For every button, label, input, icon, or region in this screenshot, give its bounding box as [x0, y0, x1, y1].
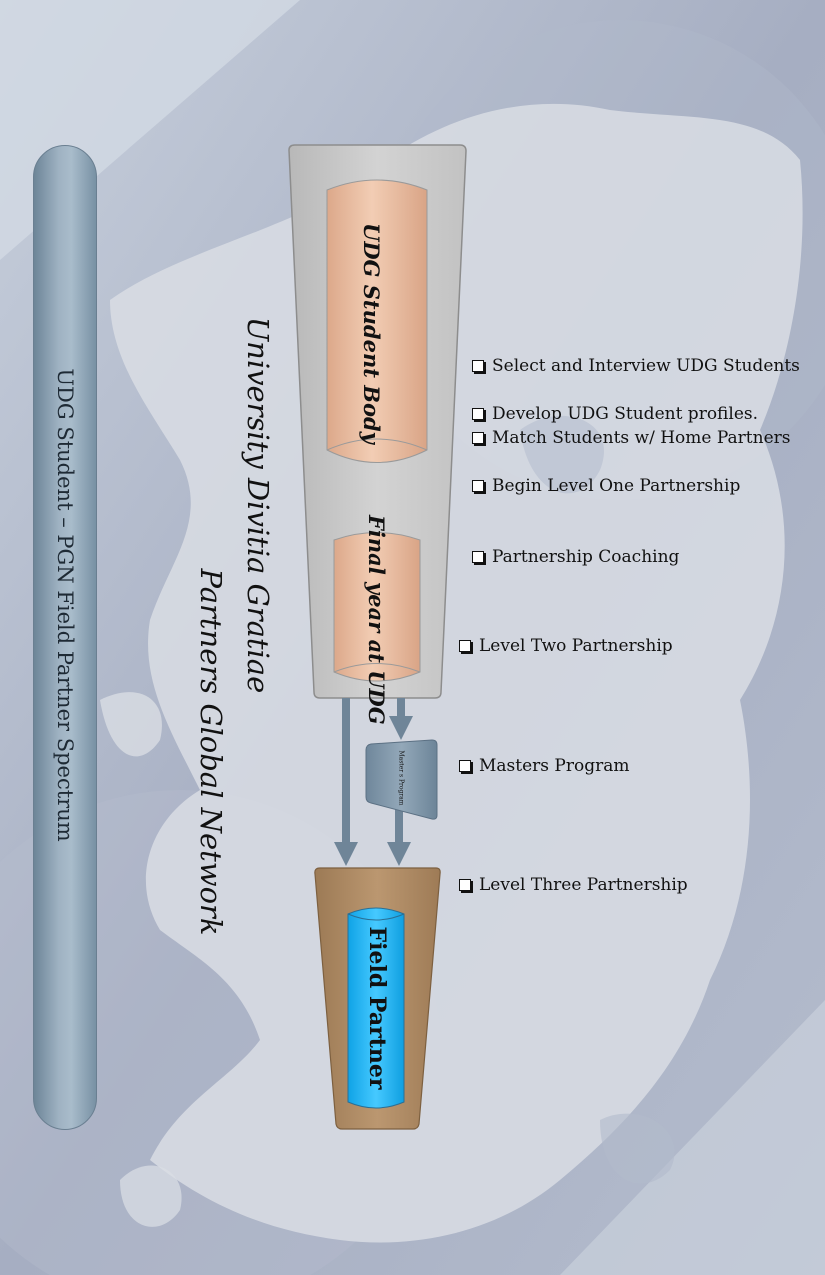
step-text: Partnership Coaching: [492, 547, 680, 567]
square-checkbox-icon: [472, 432, 484, 444]
org-title: University Divitia Gratiae: [241, 316, 275, 694]
final-year-label: Final year at UDG: [364, 515, 389, 725]
field-partner-cylinder: [347, 907, 405, 1109]
student-body-cylinder: [326, 179, 428, 463]
spectrum-bar: [33, 145, 97, 1130]
step-text: Masters Program: [479, 756, 630, 776]
step-item: Begin Level One Partnership: [472, 476, 740, 496]
final-year-cylinder: [333, 532, 421, 682]
field-partner-label: Field Partner: [364, 926, 390, 1090]
step-text: Match Students w/ Home Partners: [492, 428, 791, 448]
org-subtitle: Partners Global Network: [194, 568, 228, 936]
square-checkbox-icon: [472, 408, 484, 420]
step-item: Select and Interview UDG Students: [472, 356, 800, 376]
step-item: Partnership Coaching: [472, 547, 679, 567]
step-text: Level Two Partnership: [479, 636, 673, 656]
step-text: Begin Level One Partnership: [492, 476, 741, 496]
square-checkbox-icon: [459, 879, 471, 891]
masters-node: [365, 739, 438, 820]
step-item: Level Two Partnership: [459, 636, 673, 656]
step-item: Develop UDG Student profiles.: [472, 404, 758, 424]
arrow-down-icon: [334, 698, 358, 866]
step-text: Level Three Partnership: [479, 875, 688, 895]
arrow-down-icon: [387, 808, 411, 866]
arrow-down-icon: [389, 698, 413, 740]
student-body-label: UDG Student Body: [359, 223, 384, 444]
square-checkbox-icon: [472, 360, 484, 372]
step-item: Match Students w/ Home Partners: [472, 428, 790, 448]
square-checkbox-icon: [459, 640, 471, 652]
step-text: Develop UDG Student profiles.: [492, 404, 759, 424]
step-item: Masters Program: [459, 756, 629, 776]
square-checkbox-icon: [459, 760, 471, 772]
spectrum-label: UDG Student – PGN Field Partner Spectrum: [53, 368, 77, 842]
masters-node-label: Master s Program: [397, 750, 405, 806]
square-checkbox-icon: [472, 551, 484, 563]
step-item: Level Three Partnership: [459, 875, 688, 895]
step-text: Select and Interview UDG Students: [492, 356, 800, 376]
square-checkbox-icon: [472, 480, 484, 492]
